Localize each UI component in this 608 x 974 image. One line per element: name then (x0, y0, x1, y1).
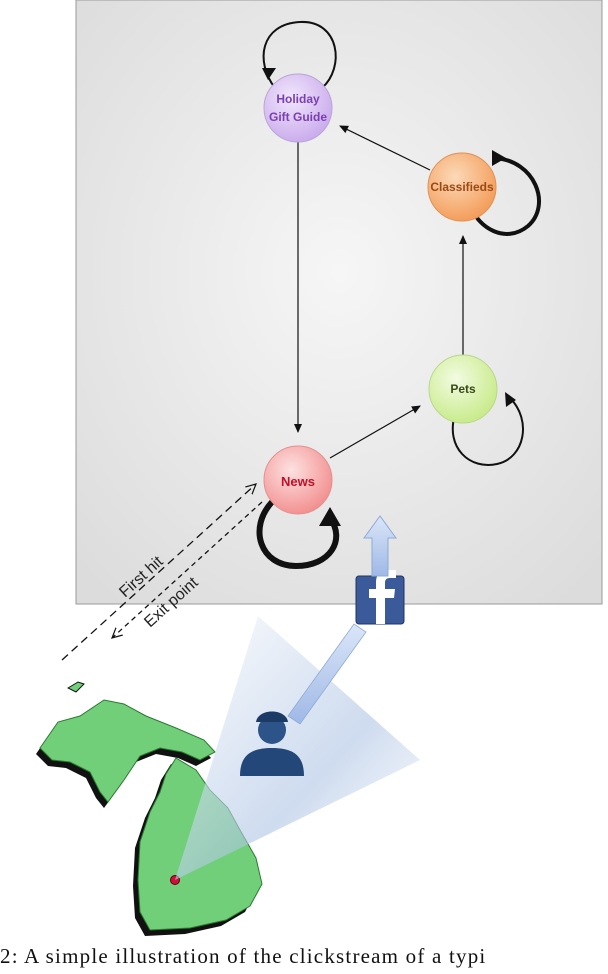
referral-arrow (287, 623, 367, 725)
exit-point-arrow (112, 501, 263, 638)
classifieds-label: Classifieds (430, 180, 494, 194)
holiday-label-line1: Holiday (276, 92, 320, 106)
figure-caption: 2: A simple illustration of the clickstr… (0, 944, 487, 968)
node-news: News (263, 445, 333, 515)
facebook-icon (355, 570, 405, 625)
facebook-to-news-arrow (363, 515, 397, 577)
holiday-label-line2: Gift Guide (269, 110, 327, 124)
node-classifieds: Classifieds (427, 152, 497, 222)
node-holiday-gift-guide: Holiday Gift Guide (263, 73, 333, 143)
edge-news-to-pets (329, 405, 421, 459)
news-label: News (281, 474, 315, 489)
pets-self-loop (451, 397, 524, 466)
holiday-self-loop-head (262, 68, 276, 80)
pets-label: Pets (450, 382, 476, 396)
pets-self-loop-head (505, 392, 516, 407)
user-icon (240, 711, 304, 776)
news-self-loop (256, 499, 340, 570)
node-pets: Pets (428, 354, 498, 424)
first-hit-arrow (61, 484, 256, 661)
visibility-beam (175, 616, 420, 880)
holiday-self-loop (262, 20, 337, 89)
news-self-loop-head (319, 507, 341, 526)
classifieds-self-loop-head (492, 150, 506, 166)
site-panel (75, 0, 603, 605)
edge-classifieds-to-holiday (339, 125, 431, 171)
classifieds-self-loop (471, 156, 541, 236)
